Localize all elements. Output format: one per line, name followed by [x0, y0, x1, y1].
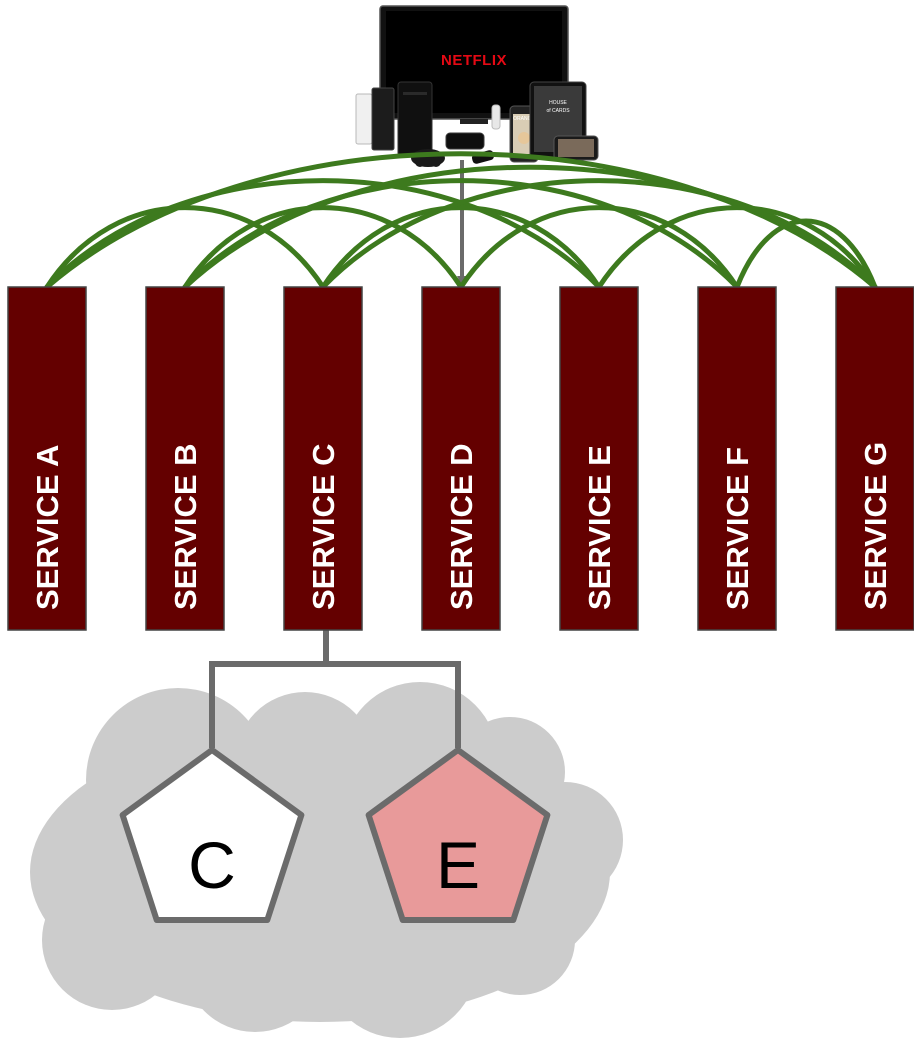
connection-b-d	[182, 205, 464, 290]
connection-b-g	[182, 164, 878, 290]
node-label-c: C	[188, 828, 236, 902]
service-label-f: SERVICE F	[720, 447, 755, 610]
service-rect-e	[559, 286, 639, 631]
service-box-d: SERVICE D	[421, 286, 501, 631]
pentagon-c	[119, 747, 305, 923]
service-connections	[44, 151, 878, 290]
service-box-e: SERVICE E	[559, 286, 639, 631]
connection-c-g	[320, 178, 878, 290]
connection-e-g	[596, 205, 878, 290]
svg-text:ORANGE: ORANGE	[513, 116, 535, 122]
service-rect-f	[697, 286, 777, 631]
service-box-g: SERVICE G	[835, 286, 914, 631]
tree-connector	[209, 630, 461, 748]
remote-icon	[491, 104, 501, 130]
apple-tv-icon	[445, 132, 485, 150]
service-label-a: SERVICE A	[30, 445, 65, 610]
wii-console-icon	[355, 93, 373, 145]
service-label-g: SERVICE G	[858, 442, 893, 610]
connection-a-c	[44, 205, 326, 290]
service-box-a: SERVICE A	[7, 286, 87, 631]
svg-text:HOUSE: HOUSE	[549, 100, 567, 106]
netflix-logo: NETFLIX	[441, 52, 507, 69]
service-rect-b	[145, 286, 225, 631]
service-label-c: SERVICE C	[306, 443, 341, 610]
service-box-b: SERVICE B	[145, 286, 225, 631]
service-box-f: SERVICE F	[697, 286, 777, 631]
service-rect-g	[835, 286, 914, 631]
cloud-node-c: C	[119, 747, 305, 923]
cloud-node-e: E	[365, 747, 551, 923]
service-rect-a	[7, 286, 87, 631]
connection-c-e	[320, 205, 602, 290]
node-label-e: E	[436, 828, 480, 902]
ps3-console-icon	[371, 87, 395, 151]
service-rect-c	[283, 286, 363, 631]
services-row: SERVICE A SERVICE B SERVICE C SERVICE D SERV…	[7, 286, 914, 631]
client-devices-image: NETFLIX	[355, 5, 599, 167]
service-label-e: SERVICE E	[582, 445, 617, 610]
service-label-b: SERVICE B	[168, 443, 203, 610]
svg-text:of CARDS: of CARDS	[546, 108, 570, 114]
small-phone-icon	[553, 135, 599, 161]
pentagon-e	[365, 747, 551, 923]
connection-d-f	[458, 205, 740, 290]
service-box-c: SERVICE C	[283, 286, 363, 631]
xbox-console-icon	[397, 81, 433, 157]
service-rect-d	[421, 286, 501, 631]
connection-a-e	[44, 178, 602, 290]
connection-f-g	[734, 218, 878, 290]
service-label-d: SERVICE D	[444, 443, 479, 610]
